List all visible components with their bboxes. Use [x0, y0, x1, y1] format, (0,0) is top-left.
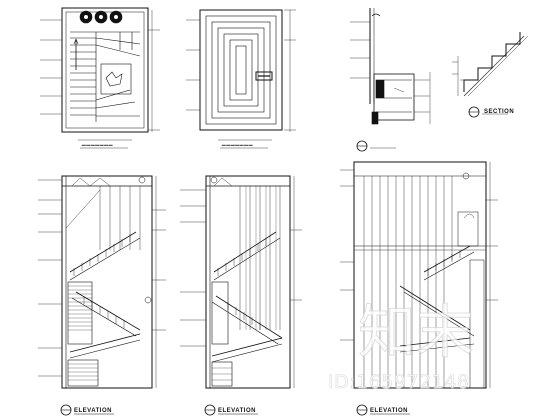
- watermark-id: ID:165972148: [328, 371, 469, 393]
- elevation-title-3: ELEVATION: [370, 408, 408, 414]
- stair-plan-1: — — — — — — —: [40, 7, 160, 149]
- svg-text:— — — — — — —: — — — — — — —: [82, 143, 113, 147]
- stair-elevation-2: [180, 175, 302, 416]
- section-detail: [350, 8, 431, 152]
- svg-text:— — — — — — —: — — — — — — —: [222, 143, 253, 147]
- watermark-logo: 知末: [358, 298, 474, 366]
- ceiling-plan: — — — — — — —: [186, 9, 296, 149]
- section-title: SECTION: [484, 109, 514, 115]
- stair-elevation-1: [38, 175, 166, 416]
- elevation-title-1: ELEVATION: [74, 408, 112, 414]
- stair-profile-detail: [452, 32, 529, 118]
- stair-elevation-3: [340, 161, 498, 416]
- elevation-title-2: ELEVATION: [218, 408, 256, 414]
